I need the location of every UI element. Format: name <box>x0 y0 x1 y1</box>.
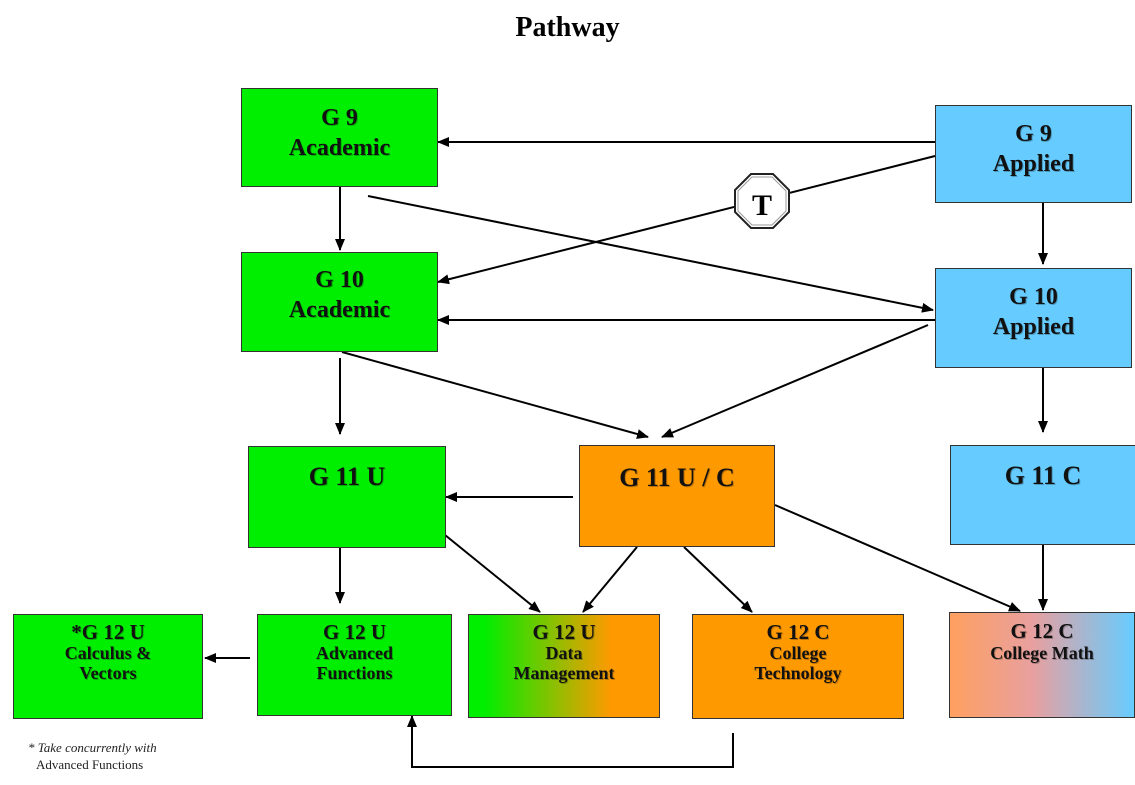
arrow-g10academic-to-g11uc <box>341 351 649 439</box>
node-g10-academic-grade: G 10 <box>315 267 364 293</box>
node-g12-college-technology: G 12 C College Technology <box>692 614 904 719</box>
node-g12-data-management: G 12 U Data Management <box>468 614 660 718</box>
node-g11-uc-label: G 11 U / C <box>619 463 735 492</box>
node-g12-math-line2: College Math <box>990 643 1094 664</box>
node-g12-advanced-functions: G 12 U Advanced Functions <box>257 614 452 716</box>
node-g12-adv-grade: G 12 U <box>323 620 386 644</box>
node-g10-applied: G 10 Applied <box>935 268 1132 368</box>
node-g11-uc: G 11 U / C <box>579 445 775 547</box>
node-g12-tech-line2: College <box>769 643 827 664</box>
node-g10-academic-track: Academic <box>288 297 391 323</box>
arrow-g11uc-to-g12math <box>774 504 1021 612</box>
arrow-g11uc-to-g12tech <box>683 546 753 613</box>
transfer-octagon: T <box>734 173 790 229</box>
node-g10-applied-track: Applied <box>992 314 1075 340</box>
node-g12-data-line2: Data <box>545 643 583 664</box>
node-g12-adv-line2: Advanced <box>315 643 393 664</box>
node-g11-u: G 11 U <box>248 446 446 548</box>
arrow-g10applied-to-g11uc <box>661 324 929 438</box>
node-g9-applied: G 9 Applied <box>935 105 1132 203</box>
arrow-g9applied-to-g10academic <box>437 155 936 285</box>
node-g11-c: G 11 C <box>950 445 1135 545</box>
node-g9-applied-grade: G 9 <box>1015 121 1052 147</box>
node-g12-college-math: G 12 C College Math <box>949 612 1135 718</box>
page-title: Pathway <box>515 12 620 43</box>
node-g10-academic: G 10 Academic <box>241 252 438 352</box>
node-g12-tech-line3: Technology <box>754 662 842 683</box>
node-g12-calculus-vectors: *G 12 U Calculus & Vectors <box>13 614 203 719</box>
node-g12-data-grade: G 12 U <box>532 620 596 644</box>
node-g11-u-label: G 11 U <box>308 462 386 491</box>
node-g11-c-label: G 11 C <box>1004 461 1082 490</box>
node-g12-adv-line3: Functions <box>316 662 393 683</box>
node-g9-academic: G 9 Academic <box>241 88 438 187</box>
footnote-line1: * Take concurrently with <box>28 740 157 755</box>
node-g9-academic-track: Academic <box>288 135 391 161</box>
node-g12-calc-grade: *G 12 U <box>71 620 145 644</box>
node-g12-calc-line2: Calculus & <box>64 643 152 664</box>
arrow-g9academic-to-g10applied <box>367 195 934 313</box>
node-g9-academic-grade: G 9 <box>321 105 358 131</box>
footnote: * Take concurrently with Advanced Functi… <box>28 740 157 774</box>
arrow-g12tech-to-g12adv <box>407 715 734 768</box>
transfer-label: T <box>752 189 772 222</box>
arrow-g11u-to-g12data <box>444 534 541 613</box>
node-g10-applied-grade: G 10 <box>1009 284 1058 310</box>
arrow-g11uc-to-g12data <box>582 546 638 613</box>
node-g12-calc-line3: Vectors <box>79 662 137 683</box>
node-g12-math-grade: G 12 C <box>1010 619 1074 643</box>
node-g12-tech-grade: G 12 C <box>766 620 830 644</box>
footnote-line2: Advanced Functions <box>36 756 144 772</box>
node-g12-data-line3: Management <box>513 662 615 683</box>
node-g9-applied-track: Applied <box>992 151 1075 177</box>
